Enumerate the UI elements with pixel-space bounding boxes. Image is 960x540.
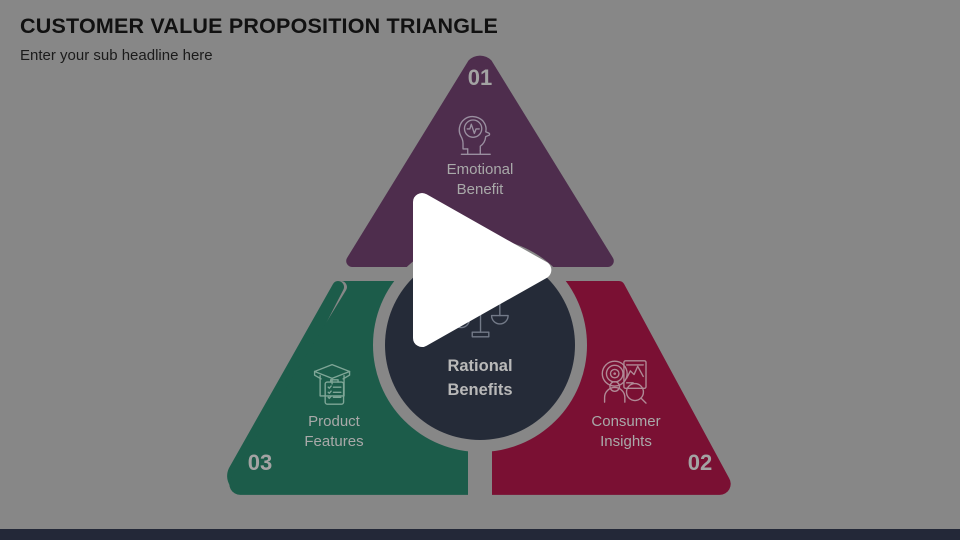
segment-consumer-insights-number: 02 [688, 450, 712, 475]
segment-emotional-benefit-label-line1: Emotional [447, 161, 514, 178]
segment-product-features-label-line1: Product [308, 413, 361, 430]
segment-product-features-label-line2: Features [304, 433, 363, 450]
head-pulse-icon [458, 115, 491, 155]
segment-emotional-benefit-label-line2: Benefit [457, 181, 505, 198]
play-triangle-icon[interactable] [413, 193, 552, 347]
segment-product-features-number: 03 [248, 450, 272, 475]
page-title: CUSTOMER VALUE PROPOSITION TRIANGLE [20, 14, 499, 38]
segment-emotional-benefit-number: 01 [468, 65, 492, 90]
core-label-line1: Rational [447, 357, 512, 375]
play-button[interactable] [405, 192, 555, 348]
bottom-bar [0, 529, 960, 540]
slide-header: CUSTOMER VALUE PROPOSITION TRIANGLE Ente… [20, 14, 720, 65]
segment-product-features-shape[interactable] [227, 281, 468, 494]
segment-consumer-insights-label-line1: Consumer [591, 413, 660, 430]
page-subtitle: Enter your sub headline here [20, 46, 213, 64]
open-box-checklist-icon [313, 363, 351, 405]
segment-consumer-insights-label-line2: Insights [600, 433, 652, 450]
target-research-icon [601, 360, 647, 404]
core-label-line2: Benefits [447, 381, 512, 399]
